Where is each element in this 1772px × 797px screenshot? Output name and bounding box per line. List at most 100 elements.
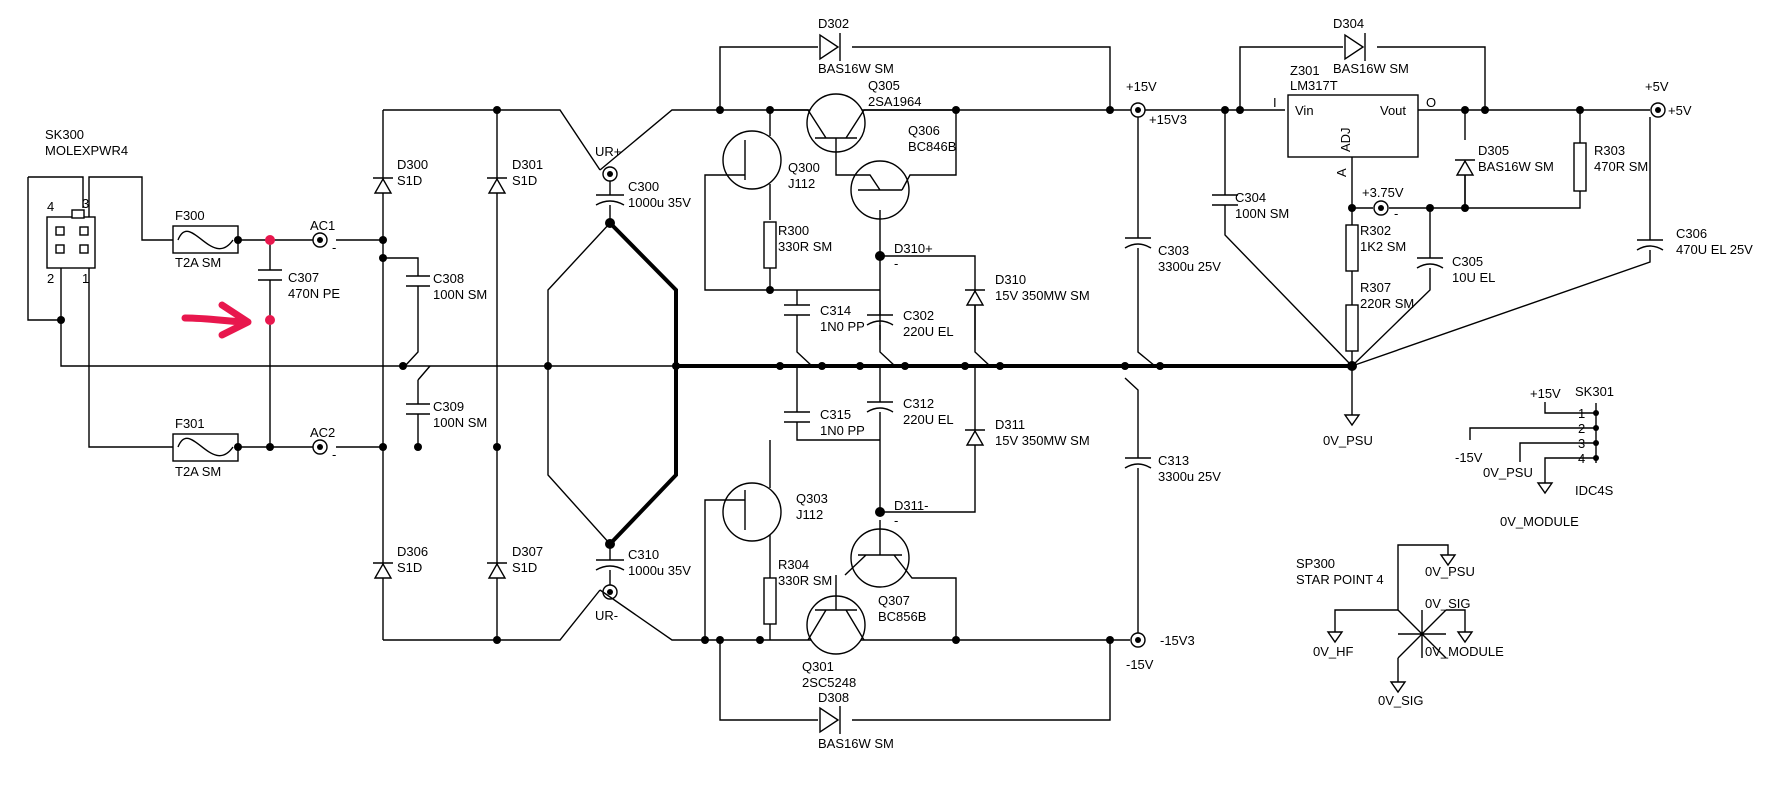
- label-q307: Q307: [878, 593, 910, 608]
- label-d308: D308: [818, 690, 849, 705]
- minus-sign: -: [894, 256, 898, 271]
- label-c315: C315: [820, 407, 851, 422]
- label-c309-value: 100N SM: [433, 415, 487, 430]
- diode-d305: [1455, 159, 1475, 176]
- diode-d301: [487, 177, 507, 194]
- label-c312: C312: [903, 396, 934, 411]
- label-c300: C300: [628, 179, 659, 194]
- label-d302: D302: [818, 16, 849, 31]
- label-c303: C303: [1158, 243, 1189, 258]
- label-sk301-m15v: -15V: [1455, 450, 1483, 465]
- label-m15v: -15V: [1126, 657, 1154, 672]
- label-sp300: SP300: [1296, 556, 1335, 571]
- label-c308-value: 100N SM: [433, 287, 487, 302]
- star-point-sp300: [1326, 544, 1474, 694]
- label-c302-value: 220U EL: [903, 324, 954, 339]
- label-sp-0vsig: 0V_SIG: [1425, 596, 1471, 611]
- label-ac2: AC2: [310, 425, 335, 440]
- regulator-z301: [1287, 94, 1419, 158]
- label-c308: C308: [433, 271, 464, 286]
- label-f301: F301: [175, 416, 205, 431]
- minus-sign: -: [332, 240, 336, 255]
- label-q305: Q305: [868, 78, 900, 93]
- label-q300-value: J112: [788, 176, 815, 191]
- label-q303: Q303: [796, 491, 828, 506]
- label-c306-value: 470U EL 25V: [1676, 242, 1753, 257]
- zener-d310: [965, 289, 985, 306]
- label-sk300-value: MOLEXPWR4: [45, 143, 128, 158]
- resistor-r304: [763, 577, 777, 625]
- label-adj: ADJ: [1338, 127, 1353, 152]
- connector-sk300: [27, 176, 1340, 448]
- resistor-r303: [1573, 142, 1587, 192]
- label-5v: +5V: [1645, 79, 1669, 94]
- diode-d300: [373, 177, 393, 194]
- label-q305-value: 2SA1964: [868, 94, 922, 109]
- marker-dot-top: [265, 235, 275, 245]
- label-q303-value: J112: [796, 507, 823, 522]
- label-c312-value: 220U EL: [903, 412, 954, 427]
- label-d306-value: S1D: [397, 560, 422, 575]
- label-d305: D305: [1478, 143, 1509, 158]
- diode-d307: [487, 562, 507, 579]
- red-arrow: [181, 301, 252, 339]
- transistor-q307: [844, 520, 957, 640]
- transistor-q306: [835, 110, 957, 256]
- pin-label: 3: [82, 196, 89, 211]
- label-sk301-15v: +15V: [1530, 386, 1561, 401]
- label-sp300-value: STAR POINT 4: [1296, 572, 1384, 587]
- label-c305-value: 10U EL: [1452, 270, 1495, 285]
- label-d311-value: 15V 350MW SM: [995, 433, 1090, 448]
- diode-d306: [373, 562, 393, 579]
- pin-label: 4: [47, 199, 54, 214]
- label-5v-right: +5V: [1668, 103, 1692, 118]
- marker-dot-bottom: [265, 315, 275, 325]
- label-r304: R304: [778, 557, 809, 572]
- pin-label: O: [1426, 95, 1436, 110]
- label-d308-value: BAS16W SM: [818, 736, 894, 751]
- label-vout: Vout: [1380, 103, 1406, 118]
- pin-label: 2: [1578, 421, 1585, 436]
- label-r307: R307: [1360, 280, 1391, 295]
- label-c310: C310: [628, 547, 659, 562]
- pin-label: 3: [1578, 436, 1585, 451]
- label-z301-value: LM317T: [1290, 78, 1338, 93]
- label-r300-value: 330R SM: [778, 239, 832, 254]
- label-c314: C314: [820, 303, 851, 318]
- label-q307-value: BC856B: [878, 609, 926, 624]
- label-ac1: AC1: [310, 218, 335, 233]
- label-q306-value: BC846B: [908, 139, 956, 154]
- label-sp-0vmodule: 0V_MODULE: [1425, 644, 1504, 659]
- label-q301-value: 2SC5248: [802, 675, 856, 690]
- label-sk300: SK300: [45, 127, 84, 142]
- resistor-r307: [1345, 304, 1359, 352]
- label-d306: D306: [397, 544, 428, 559]
- label-d310: D310: [995, 272, 1026, 287]
- label-q301: Q301: [802, 659, 834, 674]
- label-c304: C304: [1235, 190, 1266, 205]
- resistor-r300: [763, 221, 777, 269]
- label-15v: +15V: [1126, 79, 1157, 94]
- minus-sign: -: [1394, 206, 1398, 221]
- label-r304-value: 330R SM: [778, 573, 832, 588]
- label-idc4s: IDC4S: [1575, 483, 1614, 498]
- label-r302: R302: [1360, 223, 1391, 238]
- pin-label: 2: [47, 271, 54, 286]
- label-c307-value: 470N PE: [288, 286, 340, 301]
- fuse-f300: [172, 225, 239, 254]
- label-c314-value: 1N0 PP: [820, 319, 865, 334]
- jfet-q300: [704, 110, 880, 291]
- label-d310-value: 15V 350MW SM: [995, 288, 1090, 303]
- label-c309: C309: [433, 399, 464, 414]
- label-f300-value: T2A SM: [175, 255, 221, 270]
- zener-d311: [965, 429, 985, 446]
- label-d307: D307: [512, 544, 543, 559]
- label-d310plus: D310+: [894, 241, 933, 256]
- label-d304-value: BAS16W SM: [1333, 61, 1409, 76]
- label-c310-value: 1000u 35V: [628, 563, 691, 578]
- diode-d302: [819, 33, 841, 61]
- label-sk301: SK301: [1575, 384, 1614, 399]
- pin-label: I: [1273, 95, 1277, 110]
- label-c307: C307: [288, 270, 319, 285]
- label-d301: D301: [512, 157, 543, 172]
